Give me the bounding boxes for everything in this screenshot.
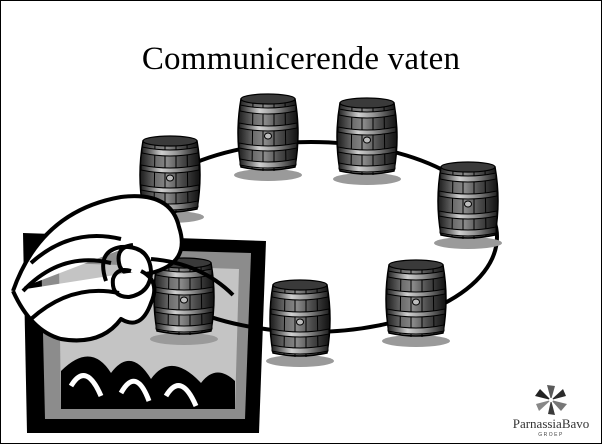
barrel-6 — [381, 259, 451, 348]
logo-subtitle: GROEP — [538, 432, 564, 438]
barrel-1 — [233, 93, 303, 182]
barrel-7 — [265, 279, 335, 368]
barrel-4 — [433, 161, 503, 250]
parnassia-flower-icon — [535, 385, 567, 415]
parnassiabavo-logo: ParnassiaBavo GROEP — [511, 383, 591, 441]
hand-illustration — [11, 194, 235, 343]
barrel-2 — [332, 97, 402, 186]
logo-name: ParnassiaBavo — [512, 416, 590, 431]
slide-title: Communicerende vaten — [141, 41, 461, 77]
